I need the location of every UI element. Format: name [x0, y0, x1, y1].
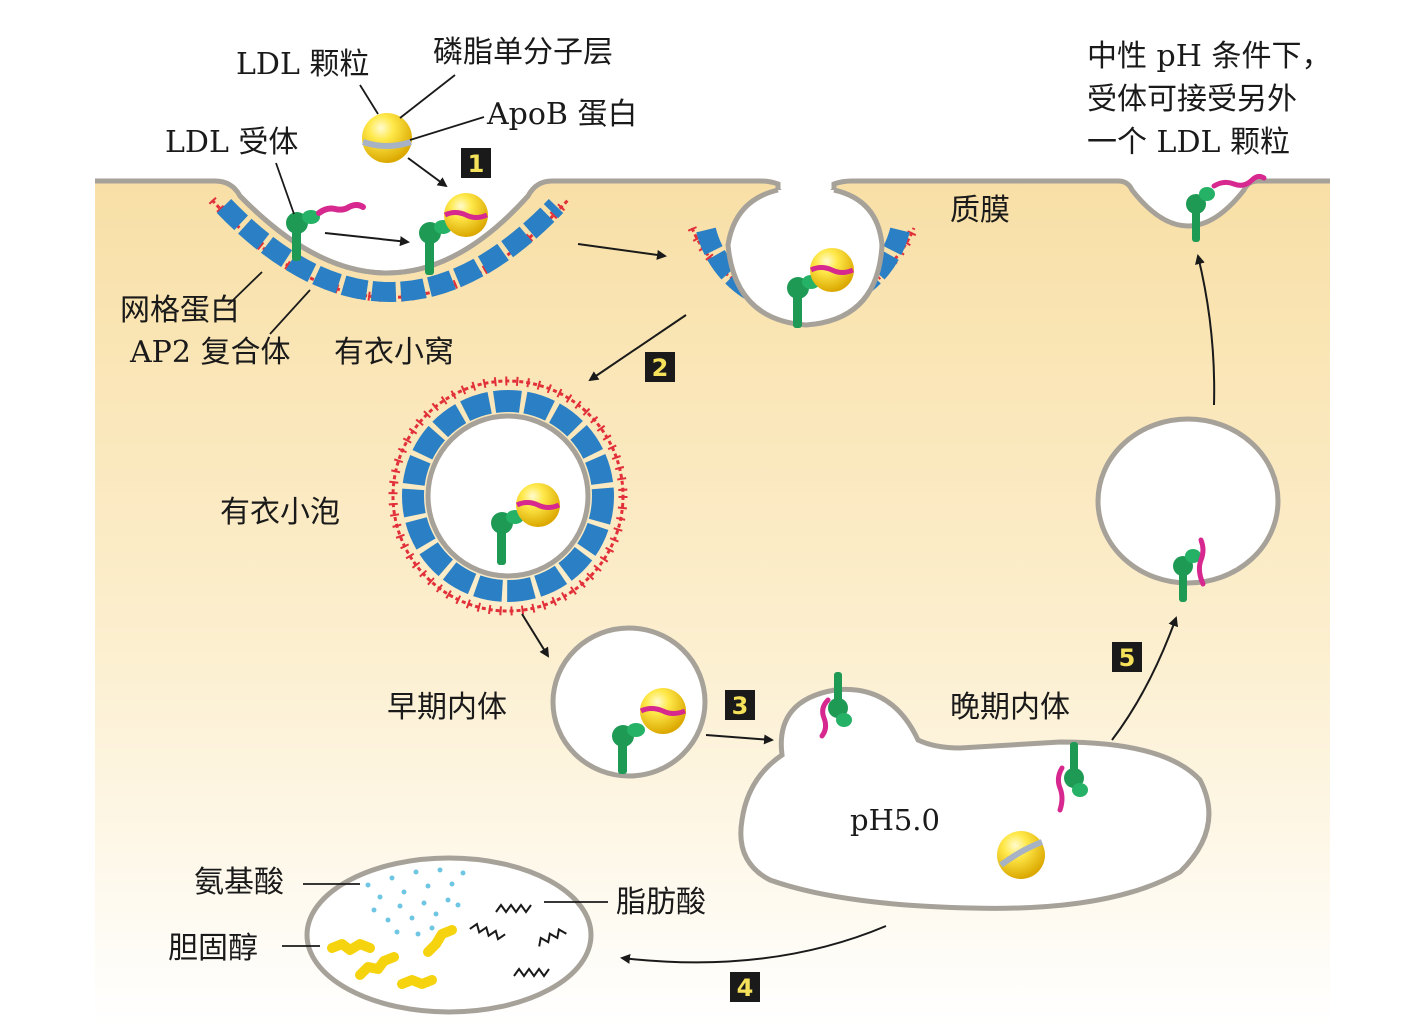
leader-ldl-receptor: [275, 162, 295, 215]
step-3-badge: 3: [725, 690, 755, 720]
step-5-badge: 5: [1112, 642, 1142, 672]
leader-clathrin: [227, 271, 263, 306]
leader-ap2: [269, 289, 311, 335]
label-neutral-line1: 中性 pH 条件下，: [1087, 39, 1331, 74]
released-ldl-particle: [997, 831, 1045, 879]
label-amino-acid: 氨基酸: [194, 865, 284, 900]
label-neutral-line3: 一个 LDL 颗粒: [1087, 125, 1290, 160]
recycling-vesicle: [1095, 416, 1281, 602]
early-endosome-membrane: [550, 625, 708, 779]
receptor-ldl-complex-early: [612, 688, 686, 774]
svg-text:3: 3: [732, 692, 749, 720]
receptor-ldl-complex-neck: [787, 248, 855, 328]
amino-acid-dots: [365, 867, 466, 937]
receptor-late-1: [819, 672, 852, 739]
ldl-receptor-icon: [286, 202, 366, 261]
label-ap2: AP2 复合体: [129, 335, 290, 370]
label-coated-vesicle: 有衣小泡: [220, 495, 340, 530]
late-endosome: pH5.0: [738, 672, 1212, 911]
recycling-vesicle-membrane: [1095, 416, 1281, 586]
ldl-particle-icon: [362, 113, 412, 163]
label-ldl-receptor: LDL 受体: [165, 125, 298, 160]
step-2-badge: 2: [645, 352, 675, 382]
free-ldl-particle: [362, 113, 412, 163]
late-endosome-membrane: [738, 686, 1212, 911]
label-coated-pit: 有衣小窝: [334, 335, 454, 370]
receptor-ldl-complex-pit: [419, 193, 489, 275]
receptor-ldl-complex-vesicle: [491, 483, 561, 565]
label-phospholipid: 磷脂单分子层: [433, 35, 613, 70]
label-late-endosome: 晚期内体: [950, 690, 1070, 725]
coated-vesicle: [388, 376, 628, 616]
receptor-surface-recycled: [1186, 173, 1267, 242]
early-endosome: [550, 625, 708, 779]
ap2-layer-vesicle: [402, 390, 614, 602]
fatty-acid-chains: [469, 903, 567, 978]
label-clathrin: 网格蛋白: [120, 293, 240, 328]
svg-text:2: 2: [652, 354, 669, 382]
receptor-move-arrow: [324, 232, 410, 247]
leader-apob: [409, 116, 485, 141]
invaginating-pit: [687, 187, 919, 328]
lysosome: [304, 855, 594, 1015]
ap2-layer-pit: [216, 199, 564, 302]
ap2-layer-neck: [696, 227, 910, 316]
cholesterol-blobs: [327, 925, 457, 989]
clathrin-coat-pit-spikes: [208, 196, 572, 302]
label-cholesterol: 胆固醇: [168, 931, 258, 966]
ldl-bind-arrow: [407, 157, 448, 188]
vesicle-membrane: [425, 413, 591, 579]
receptor-recycling: [1173, 537, 1206, 602]
leader-phospholipid: [399, 74, 456, 119]
label-neutral-line2: 受体可接受另外: [1087, 82, 1297, 117]
leader-ldl-particle: [359, 84, 379, 115]
svg-text:5: 5: [1119, 644, 1136, 672]
step-4-badge: 4: [730, 972, 760, 1002]
label-ldl-particle: LDL 颗粒: [236, 47, 369, 82]
label-plasma-membrane: 质膜: [950, 193, 1010, 228]
label-apob: ApoB 蛋白: [486, 97, 638, 132]
svg-text:1: 1: [468, 150, 485, 178]
late-to-recycling-arrow: [1111, 616, 1178, 741]
pit-to-neck-arrow: [577, 243, 667, 260]
vesicle-to-early-arrow: [521, 613, 550, 658]
neck-membrane: [725, 187, 885, 328]
step-1-badge: 1: [461, 148, 491, 178]
neck-to-vesicle-arrow: [588, 314, 687, 382]
svg-text:4: 4: [737, 974, 754, 1002]
label-fatty-acid: 脂肪酸: [616, 885, 706, 920]
receptor-late-2: [1055, 742, 1088, 813]
label-early-endosome: 早期内体: [387, 690, 507, 725]
pit-membrane-inner: [238, 194, 530, 276]
coated-pit: [208, 193, 572, 302]
label-ph: pH5.0: [850, 803, 940, 837]
late-to-lysosome-arrow: [620, 925, 887, 964]
recycling-to-membrane-arrow: [1195, 254, 1216, 406]
early-to-late-arrow: [705, 734, 774, 745]
